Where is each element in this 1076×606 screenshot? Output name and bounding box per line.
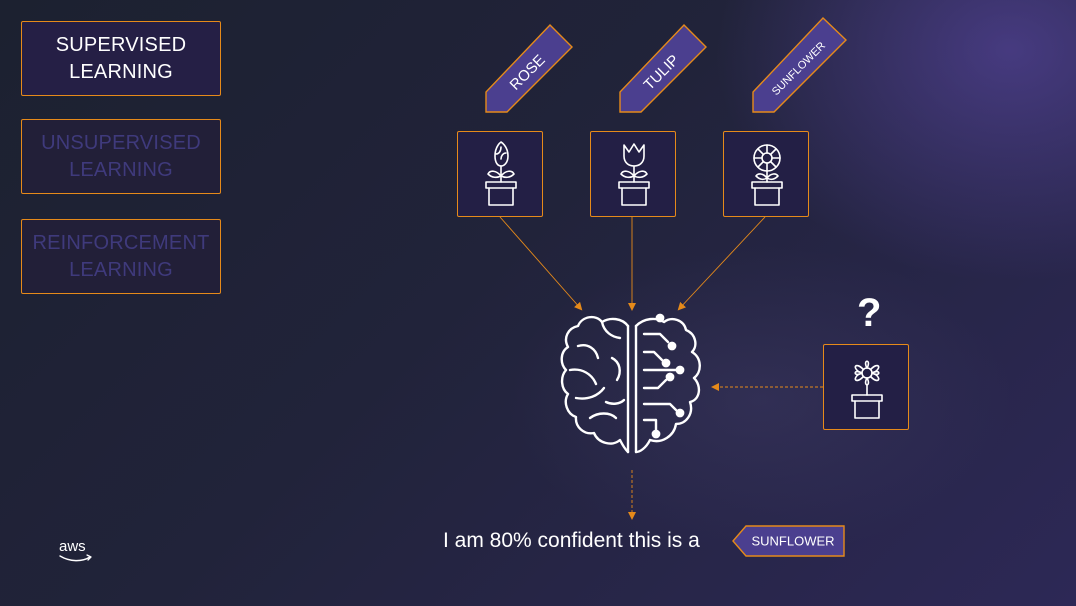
unsupervised-label-line1: UNSUPERVISED [41, 131, 201, 154]
rose-to-brain-arrow [499, 216, 583, 311]
tulip-plant-icon [618, 143, 650, 206]
brain-circuit-icon [560, 313, 701, 454]
rose-plant-icon [485, 141, 517, 206]
reinforcement-learning-box: REINFORCEMENT LEARNING [21, 219, 221, 294]
aws-logo-text: aws [59, 538, 86, 555]
rose-label-tag: ROSE [485, 23, 573, 113]
supervised-learning-box: SUPERVISED LEARNING [21, 21, 221, 96]
sunflower-label-tag: SUNFLOWER [752, 17, 848, 113]
result-label-tag: SUNFLOWER [732, 525, 845, 557]
unsupervised-learning-box: UNSUPERVISED LEARNING [21, 119, 221, 194]
tulip-tile [590, 131, 676, 217]
rose-tile [457, 131, 543, 217]
sunflower-to-brain-arrow [677, 216, 766, 311]
unknown-flower-plant-icon [851, 360, 883, 419]
sunflower-tile [723, 131, 809, 217]
tulip-label-tag: TULIP [619, 23, 707, 113]
supervised-label-line1: SUPERVISED [55, 33, 187, 56]
sunflower-plant-icon [751, 144, 783, 206]
supervised-label-line2: LEARNING [69, 60, 173, 83]
aws-logo: aws [59, 538, 92, 562]
result-caption: I am 80% confident this is a [443, 529, 700, 552]
unsupervised-label-line2: LEARNING [69, 158, 173, 181]
training-arrows [499, 216, 766, 311]
question-mark: ? [857, 291, 882, 335]
reinforcement-label-line1: REINFORCEMENT [32, 231, 210, 254]
reinforcement-label-line2: LEARNING [69, 258, 173, 281]
result-label: SUNFLOWER [751, 533, 834, 548]
unknown-flower-tile [823, 344, 909, 430]
